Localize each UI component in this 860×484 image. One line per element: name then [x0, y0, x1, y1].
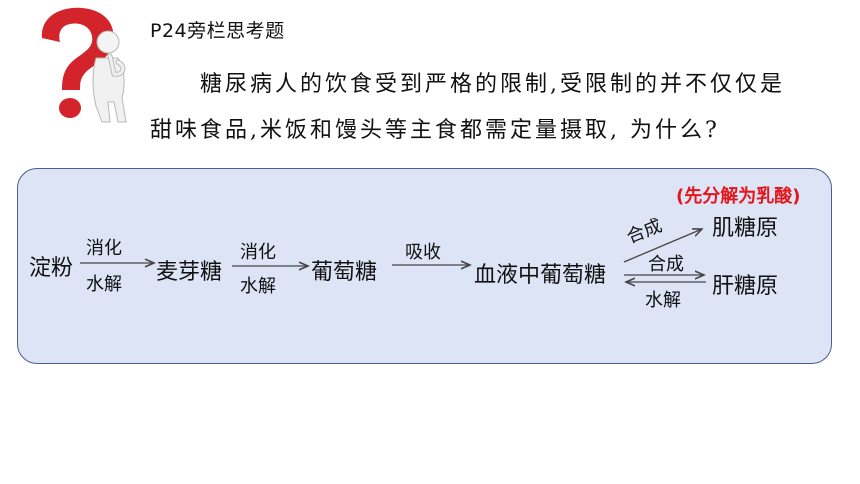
thinking-person-question-mark-icon	[22, 2, 140, 124]
label-step2-hydrolysis: 水解	[240, 276, 276, 297]
node-maltose: 麦芽糖	[156, 260, 223, 285]
question-line-2: 甜味食品,米饭和馒头等主食都需定量摄取, 为什么?	[150, 118, 720, 143]
node-starch: 淀粉	[29, 256, 74, 281]
label-synth-liver: 合成	[648, 254, 684, 275]
question-line-1: 糖尿病人的饮食受到严格的限制,受限制的并不仅仅是	[200, 72, 785, 97]
label-step2-digest: 消化	[240, 242, 276, 263]
label-hydrolysis-liver: 水解	[645, 290, 681, 311]
label-step1-digest: 消化	[86, 238, 122, 259]
note-lactic-acid: (先分解为乳酸)	[676, 186, 801, 207]
node-glucose: 葡萄糖	[311, 260, 378, 285]
label-step3-absorb: 吸收	[405, 242, 441, 263]
label-step1-hydrolysis: 水解	[86, 274, 122, 295]
node-muscle-glycogen: 肌糖原	[712, 216, 779, 241]
page-title: P24旁栏思考题	[150, 20, 285, 42]
node-blood-glucose: 血液中葡萄糖	[474, 263, 607, 288]
arrow-blood-to-muscle	[623, 229, 702, 263]
node-liver-glycogen: 肝糖原	[712, 274, 779, 299]
